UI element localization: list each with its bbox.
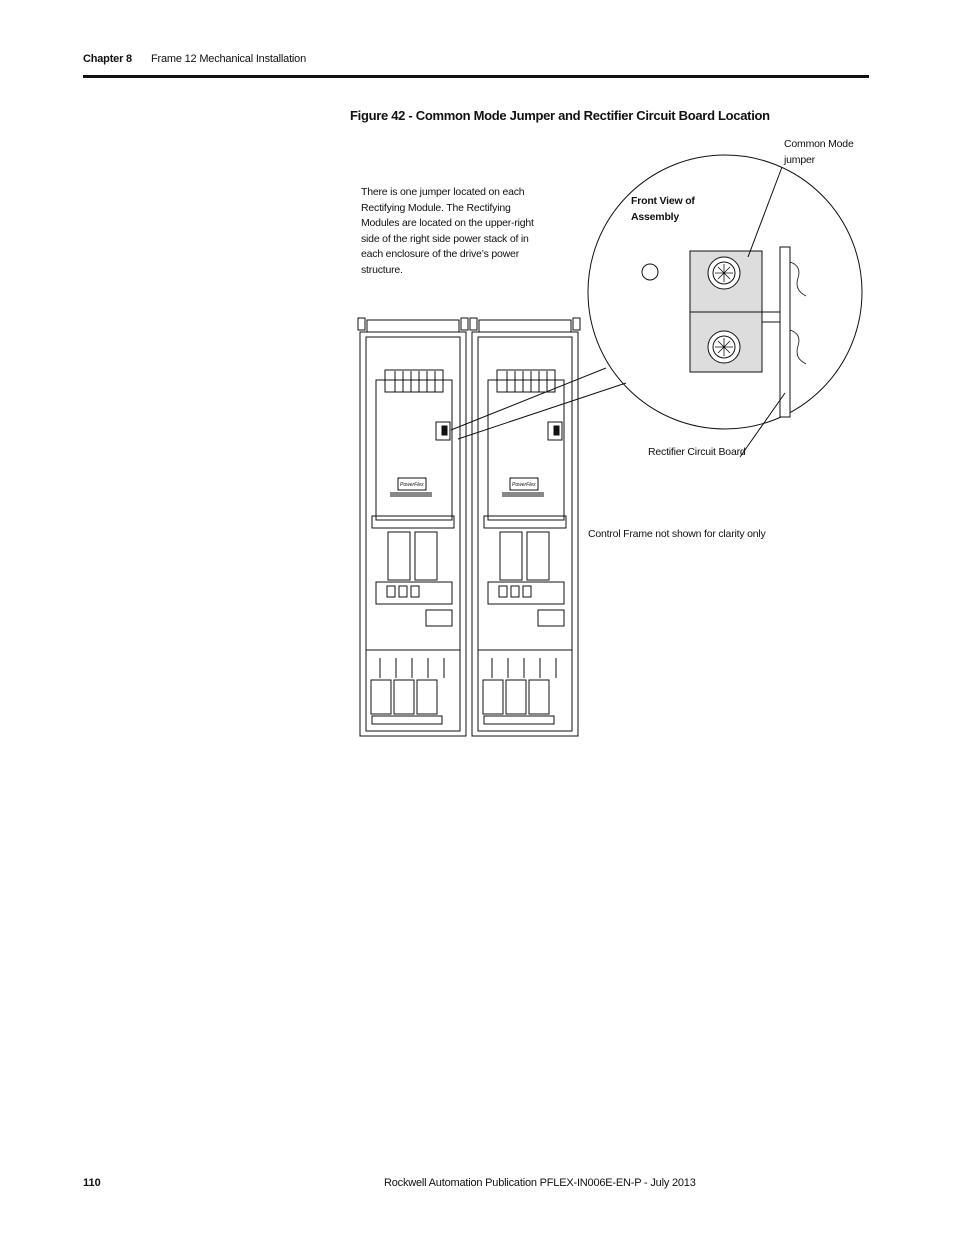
leader-line — [739, 392, 786, 458]
chapter-label: Chapter 8 — [83, 53, 132, 65]
publication-footer: Rockwell Automation Publication PFLEX-IN… — [384, 1177, 696, 1189]
rectifier-board-label: Rectifier Circuit Board — [648, 446, 746, 458]
enclosure-label: PowerFlex — [400, 482, 424, 488]
enclosure-right — [469, 317, 581, 737]
leader-line — [747, 166, 783, 258]
enclosure-left — [357, 317, 469, 737]
figure-title: Figure 42 - Common Mode Jumper and Recti… — [350, 108, 770, 123]
magnified-detail — [450, 154, 863, 458]
page-number: 110 — [83, 1177, 101, 1189]
common-mode-jumper-label: Common Mode jumper — [784, 138, 854, 166]
rectifier-board-edge — [779, 246, 791, 418]
jumper-note: There is one jumper located on each Rect… — [361, 186, 534, 276]
header-rule — [83, 75, 869, 78]
control-frame-note: Control Frame not shown for clarity only — [588, 528, 766, 540]
mounting-hole-icon — [641, 263, 659, 281]
front-view-label: Front View of Assembly — [631, 195, 695, 223]
enclosure-label: PowerFlex — [512, 482, 536, 488]
section-title: Frame 12 Mechanical Installation — [151, 53, 307, 65]
